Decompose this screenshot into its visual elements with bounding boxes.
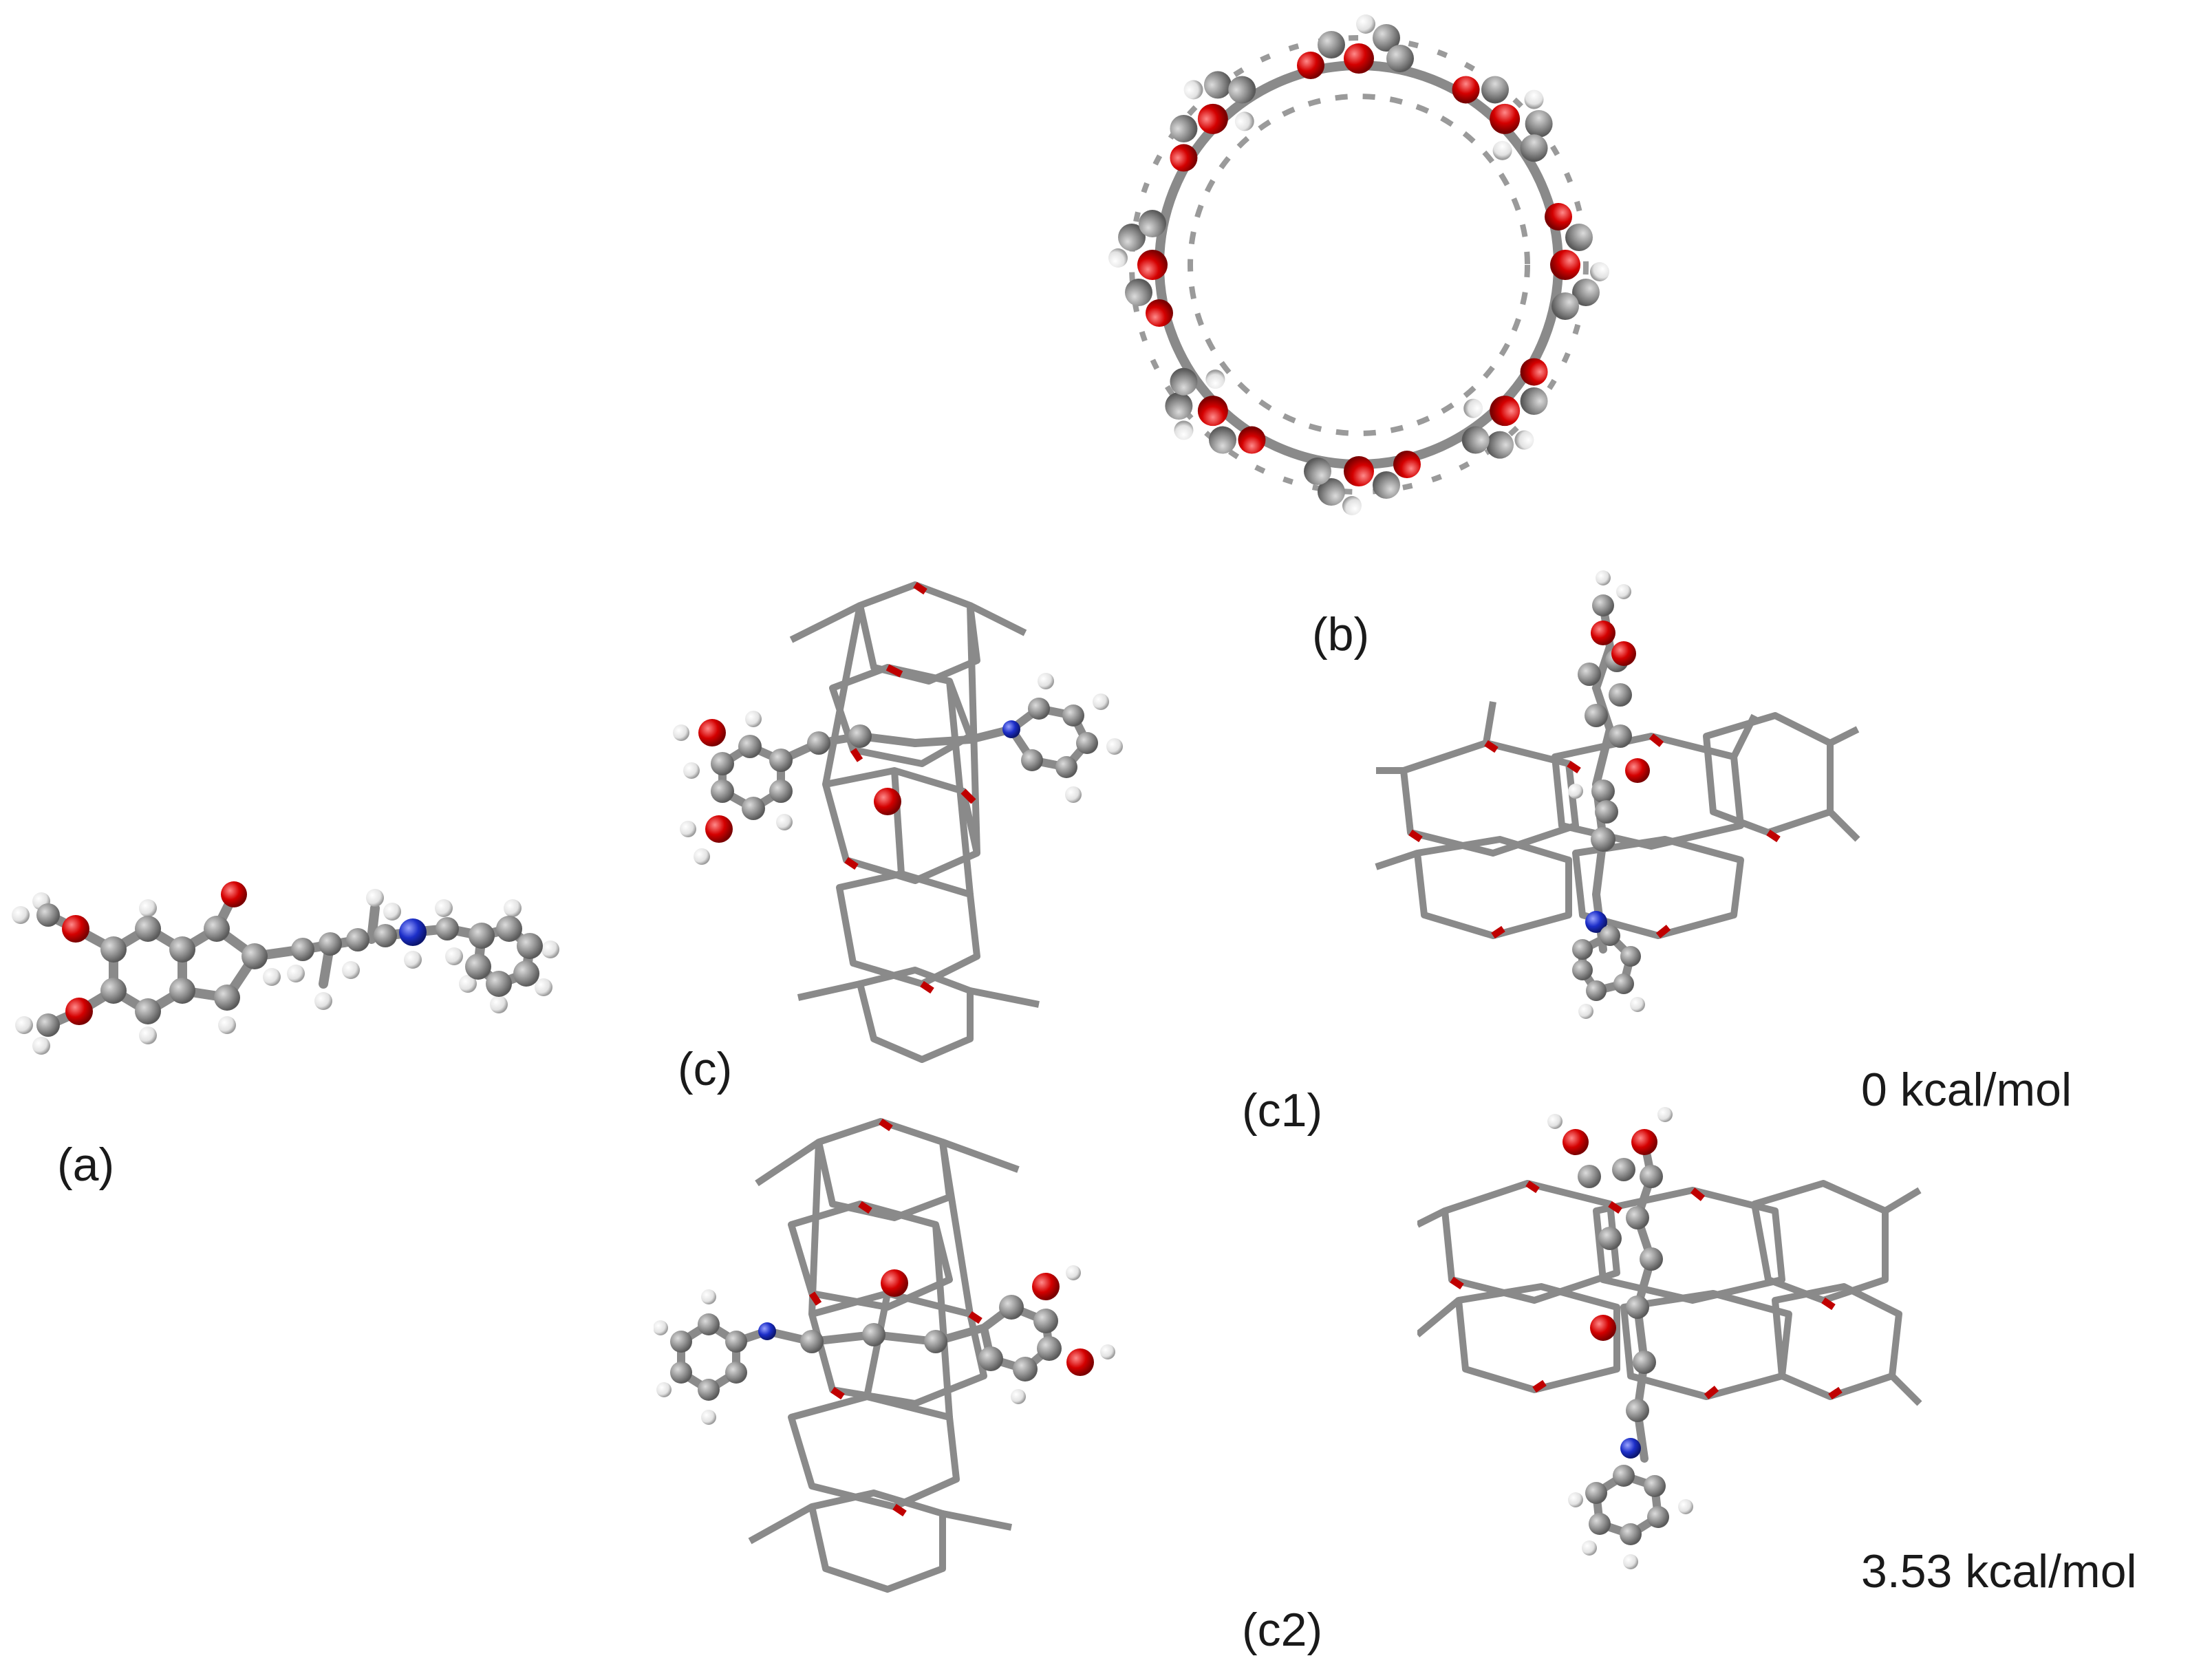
label-b: (b) (1312, 608, 1370, 660)
complex-c2-side-image (1417, 1107, 1922, 1569)
label-c2: (c2) (1242, 1604, 1323, 1656)
nitrogen-atoms (399, 918, 427, 946)
label-c: (c) (678, 1043, 733, 1095)
hydrogen-atoms (12, 889, 559, 1055)
oxygen-atoms (62, 881, 247, 1025)
label-a: (a) (57, 1139, 115, 1191)
cyclodextrin-ring-image (1108, 14, 1609, 515)
complex-c2-image (654, 1118, 1115, 1593)
energy-label-c2: 3.53 kcal/mol (1861, 1545, 2137, 1598)
carbon-atoms (36, 903, 543, 1037)
ring-units (1108, 14, 1609, 515)
energy-label-c1: 0 kcal/mol (1861, 1064, 2072, 1116)
complex-c-image (673, 581, 1123, 1063)
label-c1: (c1) (1242, 1084, 1323, 1137)
complex-c1-image (1375, 570, 1860, 1019)
molecule-a-image (12, 881, 559, 1055)
